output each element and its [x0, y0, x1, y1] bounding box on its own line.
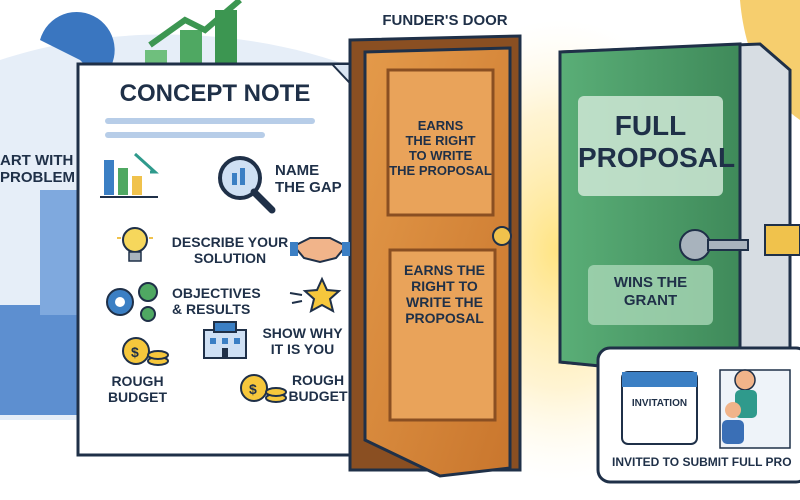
invitation-card: [596, 346, 800, 484]
full-proposal-book: [558, 42, 800, 382]
concept-note-item-7-label: SHOW WHY IT IS YOU: [262, 325, 343, 357]
svg-text:$: $: [131, 344, 139, 360]
concept-note-item-9-label: ROUGH BUDGET: [288, 372, 348, 404]
funders-door: [348, 34, 522, 478]
concept-note-item-5-icon: [100, 278, 165, 323]
concept-note-item-8-icon: $: [118, 333, 170, 371]
calendar-invitation-label: INVITATION: [631, 398, 688, 409]
door-upper-panel-label: EARNS THE RIGHT TO WRITE THE PROPOSAL: [389, 118, 492, 178]
concept-note-title: CONCEPT NOTE: [119, 80, 311, 107]
full-proposal-subtitle: WINS THE GRANT: [613, 274, 688, 309]
door-lower-panel-label: EARNS THE RIGHT TO WRITE THE PROPOSAL: [404, 262, 485, 326]
concept-note-item-7-icon: [198, 320, 253, 360]
concept-note-item-2-label: NAME THE GAP: [275, 162, 342, 196]
full-proposal-title: FULL PROPOSAL: [578, 110, 736, 173]
concept-note-item-4-icon: [290, 228, 350, 268]
concept-note-item-5-label: OBJECTIVES & RESULTS: [172, 285, 261, 317]
concept-note-item-3-icon: [115, 222, 155, 267]
door-knob: [492, 226, 512, 246]
concept-note-item-2-icon: [210, 148, 280, 218]
concept-note-item-1-icon: [100, 150, 160, 200]
concept-note-item-3-label: DESCRIBE YOUR SOLUTION: [171, 234, 289, 266]
concept-note-item-6-icon: [288, 275, 343, 315]
invitation-caption: INVITED TO SUBMIT FULL PRO: [612, 455, 792, 469]
concept-note-item-9-icon: $: [236, 370, 288, 408]
svg-text:$: $: [249, 381, 257, 397]
background-left-label: ART WITH PROBLEM: [0, 152, 75, 186]
concept-note-item-8-label: ROUGH BUDGET: [107, 373, 168, 405]
door-title: FUNDER'S DOOR: [382, 12, 508, 29]
